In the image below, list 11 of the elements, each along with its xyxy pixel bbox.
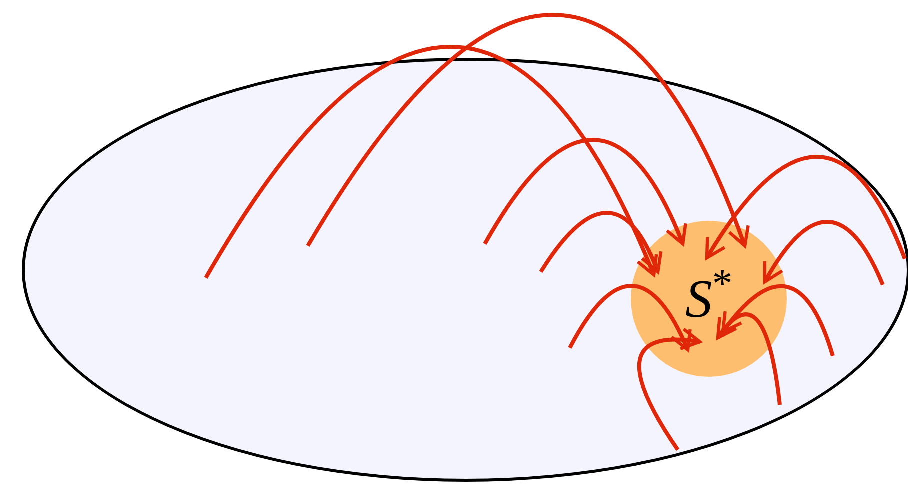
curved-arrow: [204, 45, 658, 280]
curved-arrow: [638, 328, 702, 452]
curved-arrow: [483, 138, 687, 246]
curved-arrow: [306, 13, 750, 248]
set-label: S$^{*}$: [685, 272, 733, 326]
curved-arrow: [568, 284, 692, 352]
curved-arrow: [721, 284, 835, 357]
curved-arrow: [539, 211, 662, 274]
curved-arrow: [705, 155, 907, 260]
curved-arrow: [716, 312, 782, 406]
curved-arrow: [763, 220, 885, 286]
